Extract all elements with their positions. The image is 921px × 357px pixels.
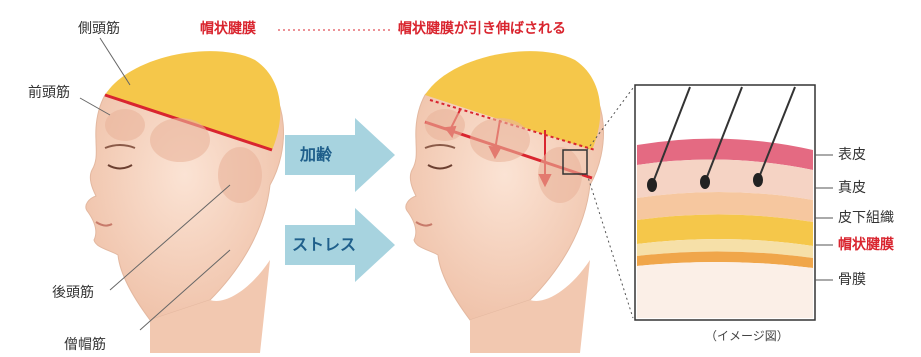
zoom-leader-bottom [587, 174, 633, 318]
layer-label-epidermis: 表皮 [838, 148, 866, 162]
image-caption: （イメージ図） [705, 330, 789, 342]
label-galea-stretched: 帽状腱膜が引き伸ばされる [398, 22, 566, 36]
left-muscle-frontal [105, 109, 145, 141]
label-temporal: 側頭筋 [78, 22, 120, 36]
label-frontal: 前頭筋 [28, 86, 70, 100]
left-head [80, 30, 390, 353]
layer-label-periosteum: 骨膜 [838, 273, 866, 287]
right-head [395, 30, 633, 353]
arrow-label-stress: ストレス [292, 237, 356, 253]
layer-label-galea: 帽状腱膜 [838, 238, 894, 252]
skin-cross-section [635, 85, 833, 320]
arrow-label-aging: 加齢 [300, 147, 332, 163]
label-occipital: 後頭筋 [52, 286, 94, 300]
layer-bone-shape [637, 262, 813, 318]
layer-label-dermis: 真皮 [838, 181, 866, 195]
layer-label-subcutaneous: 皮下組織 [838, 211, 894, 225]
label-galea: 帽状腱膜 [200, 22, 256, 36]
label-platysma: 僧帽筋 [64, 338, 106, 352]
arrows [285, 118, 395, 282]
leader-temporal [100, 38, 130, 85]
left-muscle-temporal [150, 118, 210, 162]
left-muscle-occipital [218, 147, 262, 203]
